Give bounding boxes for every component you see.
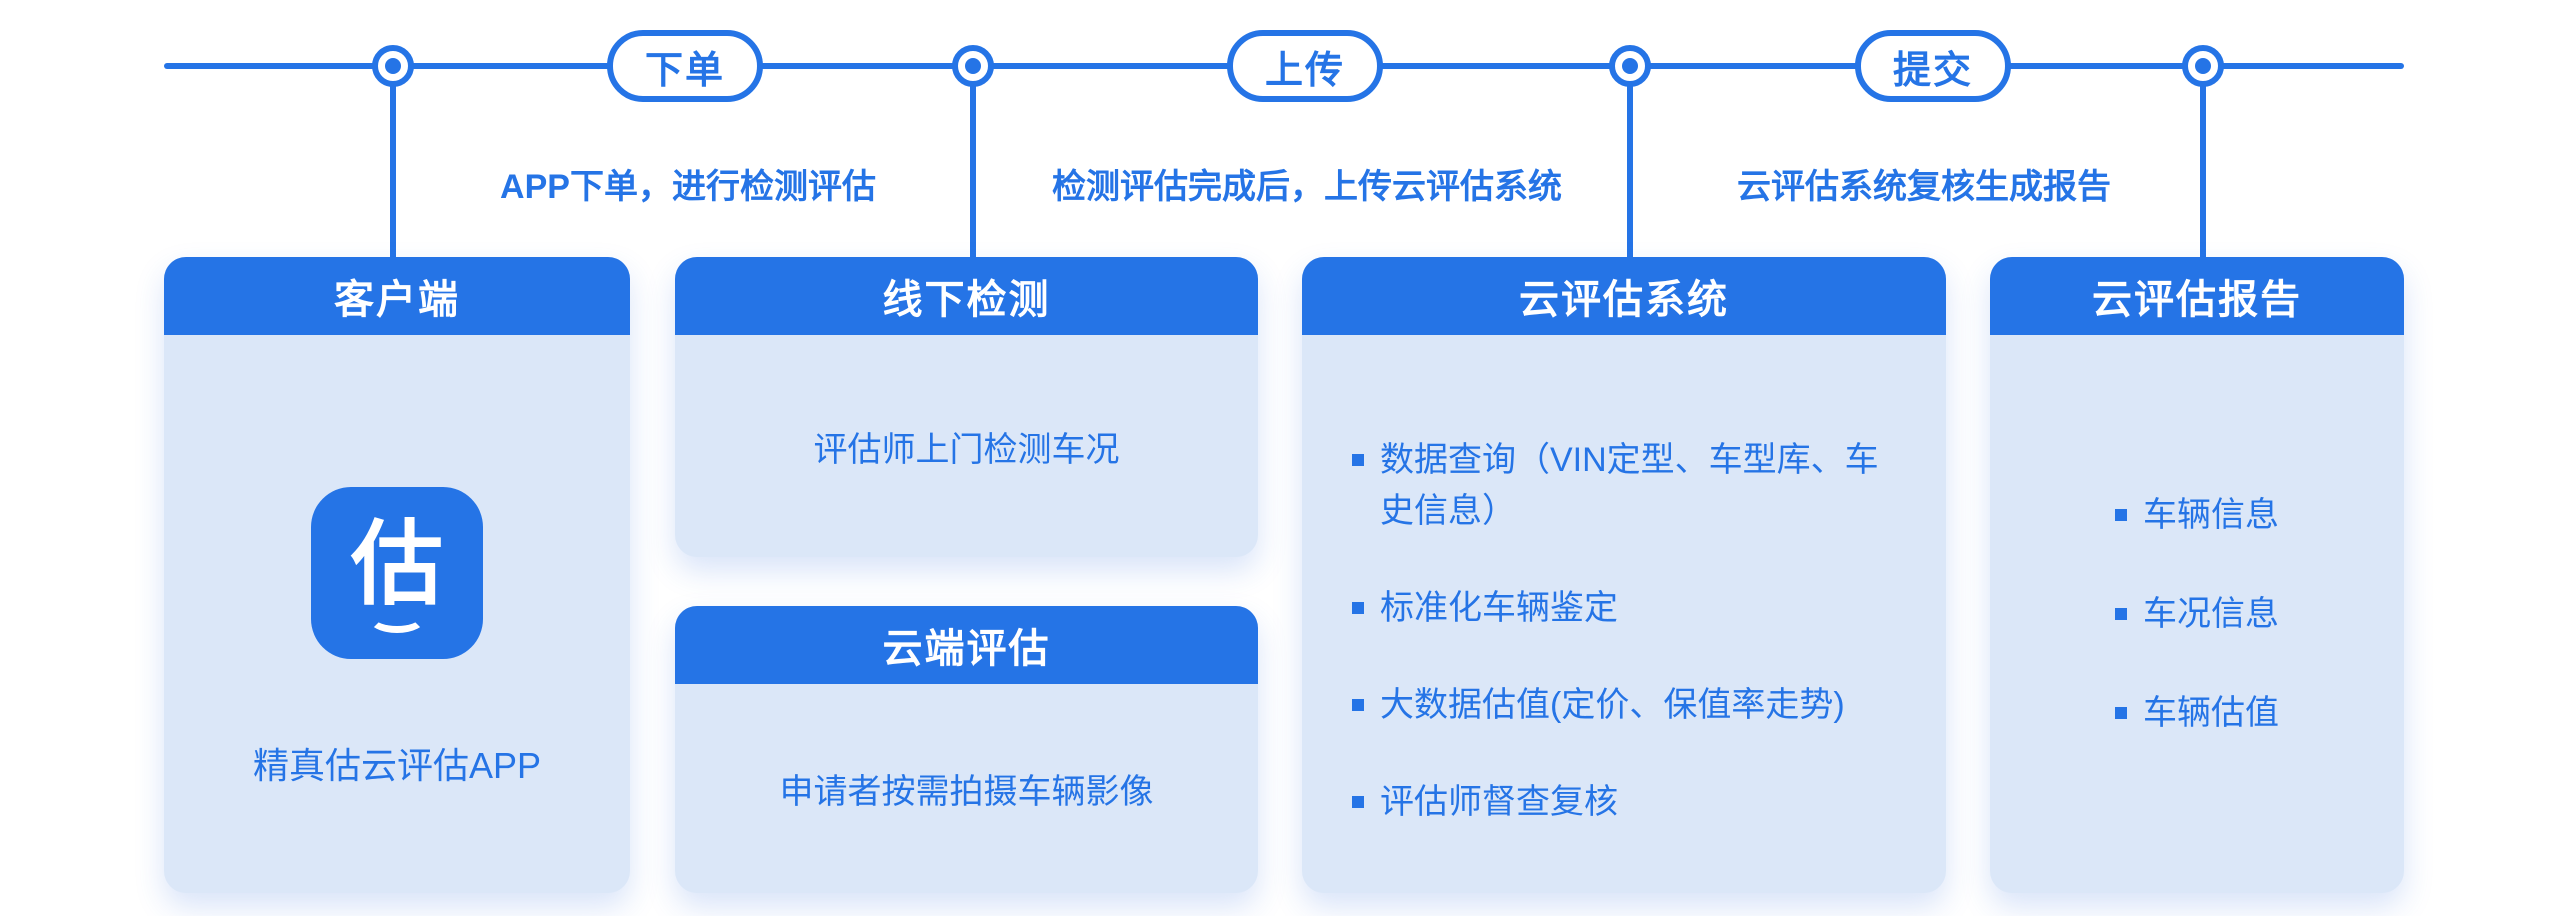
bullet-text: 标准化车辆鉴定 <box>1380 589 1618 627</box>
report-bullet-group: 车辆信息 车况信息 车辆估值 <box>2115 490 2279 739</box>
bullet-text: 大数据估值(定价、保值率走势) <box>1380 686 1845 724</box>
card-title: 云端评估 <box>675 606 1258 684</box>
app-caption: 精真估云评估APP <box>252 745 542 786</box>
bullet-square-icon <box>2115 706 2127 719</box>
timeline-node-2 <box>952 45 994 87</box>
list-item: 车况信息 <box>2115 589 2279 640</box>
bullet-square-icon <box>1352 796 1364 808</box>
node-dot-icon <box>965 58 981 74</box>
app-logo-glyph: 估 <box>350 514 443 616</box>
bullet-text: 评估师督查复核 <box>1380 783 1618 821</box>
card-title: 云评估系统 <box>1302 257 1946 335</box>
smile-arc-icon <box>368 603 426 633</box>
list-item: 评估师督查复核 <box>1352 777 1902 828</box>
milestone-pill-order: 下单 <box>606 30 764 102</box>
list-item: 大数据估值(定价、保值率走势) <box>1352 680 1902 731</box>
list-item: 车辆估值 <box>2115 688 2279 739</box>
milestone-label: 上传 <box>1264 49 1346 92</box>
connector-line-2 <box>970 66 976 257</box>
milestone-pill-submit: 提交 <box>1854 30 2012 102</box>
list-item: 数据查询（VIN定型、车型库、车史信息） <box>1352 435 1902 537</box>
step-description-1: APP下单，进行检测评估 <box>500 168 876 206</box>
bullet-square-icon <box>2115 607 2127 620</box>
card-client: 客户端 估 精真估云评估APP <box>164 257 630 893</box>
list-item: 标准化车辆鉴定 <box>1352 583 1902 634</box>
bullet-square-icon <box>1352 454 1364 466</box>
card-cloud-report: 云评估报告 车辆信息 车况信息 车辆估值 <box>1990 257 2404 893</box>
bullet-square-icon <box>1352 602 1364 614</box>
connector-line-4 <box>2200 66 2206 257</box>
bullet-text: 数据查询（VIN定型、车型库、车史信息） <box>1380 441 1879 530</box>
timeline-node-1 <box>372 45 414 87</box>
bullet-square-icon <box>2115 508 2127 521</box>
card-bullet-list: 车辆信息 车况信息 车辆估值 <box>1990 335 2404 893</box>
bullet-text: 车辆估值 <box>2143 693 2279 732</box>
timeline-node-4 <box>2182 45 2224 87</box>
card-cloud-evaluation: 云端评估 申请者按需拍摄车辆影像 <box>675 606 1258 893</box>
connector-line-1 <box>390 66 396 257</box>
app-logo-icon: 估 <box>311 487 483 659</box>
milestone-pill-upload: 上传 <box>1226 30 1384 102</box>
card-body-text: 申请者按需拍摄车辆影像 <box>779 773 1154 811</box>
card-bullet-list: 数据查询（VIN定型、车型库、车史信息） 标准化车辆鉴定 大数据估值(定价、保值… <box>1302 335 1946 828</box>
bullet-text: 车辆信息 <box>2143 495 2279 534</box>
card-client-body: 估 精真估云评估APP <box>164 335 630 789</box>
node-dot-icon <box>2195 58 2211 74</box>
milestone-label: 下单 <box>644 49 726 92</box>
card-body-text: 评估师上门检测车况 <box>813 430 1120 469</box>
step-description-2: 检测评估完成后，上传云评估系统 <box>1052 168 1562 206</box>
connector-line-3 <box>1627 66 1633 257</box>
card-title: 线下检测 <box>675 257 1258 335</box>
timeline-node-3 <box>1609 45 1651 87</box>
step-description-3: 云评估系统复核生成报告 <box>1737 168 2111 206</box>
list-item: 车辆信息 <box>2115 490 2279 541</box>
bullet-text: 车况信息 <box>2143 594 2279 633</box>
milestone-label: 提交 <box>1892 49 1974 92</box>
card-title: 客户端 <box>164 257 630 335</box>
node-dot-icon <box>1622 58 1638 74</box>
card-offline-inspection: 线下检测 评估师上门检测车况 <box>675 257 1258 557</box>
card-cloud-system: 云评估系统 数据查询（VIN定型、车型库、车史信息） 标准化车辆鉴定 大数据估值… <box>1302 257 1946 893</box>
card-title: 云评估报告 <box>1990 257 2404 335</box>
node-dot-icon <box>385 58 401 74</box>
bullet-square-icon <box>1352 699 1364 711</box>
